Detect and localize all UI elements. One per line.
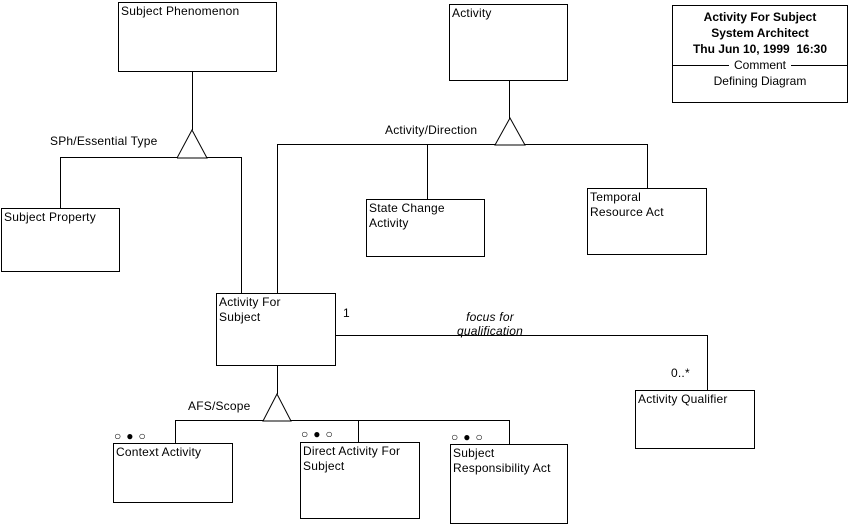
connector-subject-phenomenon-stem [192, 72, 193, 130]
entity-direct-activity-for-subject[interactable]: Direct Activity For Subject [300, 442, 420, 519]
label-sph-essential-type: SPh/Essential Type [50, 134, 158, 148]
entity-activity[interactable]: Activity [449, 4, 568, 81]
label-focus-for-qualification: focus for qualification [457, 310, 523, 338]
connector-sph-to-activity-for-subject [241, 157, 242, 293]
connector-ad-to-activity-for-subject [277, 144, 278, 293]
entity-subject-responsibility-act[interactable]: Subject Responsibility Act [450, 444, 568, 524]
label-activity-direction: Activity/Direction [385, 123, 478, 137]
subtype-indicators-direct-activity: ○ ● ○ [301, 428, 333, 440]
connector-focus-for-qualification [336, 335, 708, 336]
open-circle-icon: ○ [475, 430, 483, 444]
connector-ad-to-state-change-activity [427, 144, 428, 199]
comment-body: Defining Diagram [713, 74, 807, 88]
open-circle-icon: ○ [138, 429, 146, 443]
comment-separator: Comment [673, 57, 848, 73]
filled-circle-icon: ● [463, 430, 471, 444]
entity-temporal-resource-act[interactable]: Temporal Resource Act [587, 188, 707, 255]
connector-to-activity-qualifier [707, 335, 708, 390]
entity-label: Subject Property [4, 210, 96, 224]
entity-subject-property[interactable]: Subject Property [1, 208, 120, 272]
open-circle-icon: ○ [114, 429, 122, 443]
subtype-indicators-subject-responsibility: ○ ● ○ [451, 431, 483, 443]
open-circle-icon: ○ [301, 427, 309, 441]
connector-activity-direction-bar [277, 144, 648, 145]
generalization-triangle-icon [494, 117, 526, 146]
connector-activity-stem [509, 81, 510, 119]
connector-afs-to-subject-responsibility [509, 420, 510, 444]
label-afs-scope: AFS/Scope [188, 399, 251, 413]
separator-rule-left [673, 64, 729, 66]
filled-circle-icon: ● [126, 429, 134, 443]
connector-sph-bar [60, 157, 242, 158]
entity-label: Activity Qualifier [638, 392, 728, 406]
separator-rule-right [791, 64, 848, 66]
comment-subtitle: System Architect [711, 26, 809, 40]
open-circle-icon: ○ [451, 430, 459, 444]
entity-label: Temporal Resource Act [590, 190, 664, 219]
label-cardinality-many: 0..* [671, 366, 690, 380]
connector-afs-to-context-activity [175, 420, 176, 443]
connector-afs-to-direct-activity [358, 420, 359, 442]
entity-label: Activity [452, 6, 492, 20]
comment-separator-label: Comment [734, 58, 787, 72]
comment-timestamp: Thu Jun 10, 1999 16:30 [692, 42, 828, 56]
entity-label: Context Activity [116, 445, 202, 459]
comment-box: Activity For Subject System Architect Th… [672, 5, 848, 103]
connector-afs-scope-bar [175, 420, 510, 421]
entity-context-activity[interactable]: Context Activity [113, 443, 233, 503]
entity-activity-qualifier[interactable]: Activity Qualifier [635, 390, 755, 449]
comment-title: Activity For Subject [703, 10, 817, 24]
entity-label: Subject Responsibility Act [453, 446, 551, 475]
open-circle-icon: ○ [325, 427, 333, 441]
entity-label: Subject Phenomenon [121, 4, 240, 18]
entity-activity-for-subject[interactable]: Activity For Subject [216, 293, 336, 366]
filled-circle-icon: ● [313, 427, 321, 441]
entity-state-change-activity[interactable]: State Change Activity [366, 199, 485, 257]
entity-label: Direct Activity For Subject [303, 444, 401, 473]
entity-subject-phenomenon[interactable]: Subject Phenomenon [118, 2, 277, 72]
connector-ad-to-temporal-resource-act [647, 144, 648, 188]
generalization-triangle-icon [177, 129, 208, 159]
label-cardinality-one: 1 [343, 306, 350, 320]
entity-label: State Change Activity [369, 201, 445, 230]
generalization-triangle-icon [262, 393, 292, 422]
connector-afs-stem [277, 366, 278, 394]
subtype-indicators-context-activity: ○ ● ○ [114, 430, 146, 442]
connector-sph-to-subject-property [60, 157, 61, 208]
entity-label: Activity For Subject [219, 295, 281, 324]
